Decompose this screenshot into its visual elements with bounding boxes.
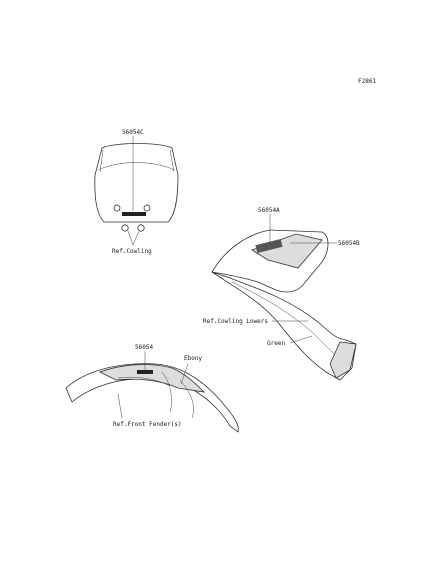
cowling-part-label-a: 56054A	[258, 207, 280, 214]
fender-color-label: Ebony	[184, 355, 202, 362]
cowling-decal	[255, 238, 283, 254]
figure-code: F2861	[358, 78, 376, 85]
cowling-ref-label: Ref.Cowling Lowers	[203, 318, 268, 325]
fender-decal	[137, 370, 153, 374]
cowling-lower	[211, 214, 357, 381]
windshield-part-label: 56054C	[122, 129, 144, 136]
fender-ref-label: Ref.Front Fender(s)	[113, 421, 182, 428]
fender-part-label: 56054	[135, 344, 153, 351]
cowling-part-label-b: 56054B	[338, 240, 360, 247]
front-fender	[65, 351, 239, 433]
windshield-logo-decal	[122, 212, 146, 216]
windshield-ref-label: Ref.Cowling	[112, 248, 152, 255]
windshield	[94, 136, 179, 246]
cowling-color-label: Green	[267, 340, 285, 347]
